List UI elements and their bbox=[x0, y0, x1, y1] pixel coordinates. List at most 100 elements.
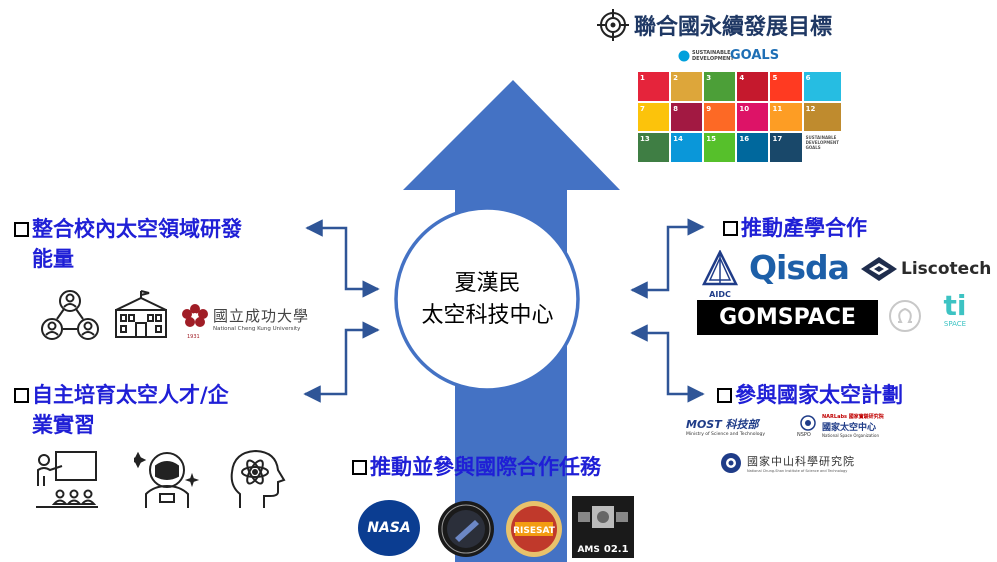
qisda-logo: Qisda bbox=[749, 248, 850, 287]
ncsist-emblem-icon bbox=[721, 453, 741, 473]
bottom-title-text: 推動並參與國際合作任務 bbox=[370, 455, 601, 479]
sdg-tile-number: 2 bbox=[673, 74, 678, 82]
right-top-title-text: 推動產學合作 bbox=[741, 216, 867, 240]
sdg-tile: 16 bbox=[737, 133, 769, 162]
ncku-year: 1931 bbox=[187, 334, 200, 340]
nspo-logo: NARLabs 國家實驗研究院 國家太空中心 National Space Or… bbox=[822, 413, 894, 438]
ti-space-logo: ti SPACE bbox=[933, 292, 977, 329]
liscotech-text: Liscotech bbox=[901, 259, 992, 279]
risesat-patch-icon: RISESAT bbox=[506, 501, 562, 557]
gomspace-text: GOMSPACE bbox=[719, 305, 856, 330]
connector-left-bottom bbox=[303, 321, 380, 403]
connector-right-top bbox=[630, 218, 705, 299]
sdg-tile: 6 bbox=[803, 72, 841, 101]
nasa-logo: NASA bbox=[358, 500, 420, 556]
sdg-tile: 9 bbox=[704, 102, 736, 132]
nspo-small-text: NSPO bbox=[797, 432, 811, 438]
bottom-title: 推動並參與國際合作任務 bbox=[352, 452, 601, 482]
checkbox-icon bbox=[14, 222, 29, 237]
most-logo: MOST 科技部 Ministry of Science and Technol… bbox=[686, 416, 794, 437]
ncsist-cn-text: 國家中山科學研究院 bbox=[747, 455, 855, 468]
sdg-tile: 10 bbox=[737, 102, 769, 132]
sdg-tile-number: 16 bbox=[739, 135, 750, 144]
aidc-text: AIDC bbox=[709, 290, 731, 299]
network-people-icon bbox=[41, 290, 99, 340]
sdg-logo-big: GOALS bbox=[730, 48, 780, 63]
omega-logo-icon bbox=[889, 300, 921, 332]
sdg-tile-number: 1 bbox=[640, 74, 645, 82]
nspo-emblem-icon bbox=[800, 415, 816, 431]
connector-right-bottom bbox=[630, 324, 705, 403]
nspo-cn-text: 國家太空中心 bbox=[822, 423, 877, 433]
sdg-tile: 14 bbox=[671, 133, 703, 162]
sdg-tile: 11 bbox=[770, 102, 802, 132]
sdg-tile: 4 bbox=[737, 72, 769, 101]
sdg-tile-number: 7 bbox=[640, 104, 645, 113]
left-bottom-title-line1: 自主培育太空人才/企 bbox=[32, 383, 229, 407]
sdg-tile-number: 8 bbox=[673, 104, 678, 113]
nasa-text: NASA bbox=[367, 520, 411, 536]
right-top-title: 推動產學合作 bbox=[723, 213, 867, 243]
checkbox-icon bbox=[717, 388, 732, 403]
sdg-tile-number: 10 bbox=[739, 104, 750, 113]
astronaut-icon bbox=[134, 451, 200, 508]
aidc-emblem-icon bbox=[701, 249, 739, 286]
ncku-name-en: National Cheng Kung University bbox=[213, 325, 301, 332]
narlabs-text: NARLabs 國家實驗研究院 bbox=[822, 414, 884, 420]
sdg-tile-number: 15 bbox=[706, 135, 716, 144]
ams-patch-logo: AMS 02.1 bbox=[572, 496, 634, 558]
sdg-tile-number: 12 bbox=[805, 104, 816, 113]
connector-left-top bbox=[305, 219, 380, 298]
sdg-tile: 1 bbox=[638, 72, 670, 101]
right-bottom-title: 參與國家太空計劃 bbox=[717, 380, 903, 410]
sdg-logo: SUSTAINABLE DEVELOPMENT GOALS bbox=[678, 48, 779, 63]
sdg-tile: 12 bbox=[803, 102, 841, 132]
sdg-tile: 15 bbox=[704, 133, 736, 162]
sdg-tile: 13 bbox=[638, 133, 670, 162]
ams-num-text: 02.1 bbox=[603, 544, 629, 555]
sdg-tile-number: 9 bbox=[706, 104, 712, 113]
sdg-tile: 3 bbox=[704, 72, 736, 101]
sdg-tile-number: 17 bbox=[772, 135, 783, 144]
sdg-tile: SUSTAINABLE DEVELOPMENT GOALS bbox=[803, 133, 841, 162]
sdg-tile-number: 3 bbox=[706, 74, 712, 82]
sdg-tile-number: 14 bbox=[673, 135, 683, 144]
aidc-logo: AIDC bbox=[700, 249, 740, 299]
sdg-tile: 8 bbox=[671, 102, 703, 132]
school-building-icon bbox=[115, 290, 167, 338]
teacher-classroom-icon bbox=[36, 451, 98, 508]
checkbox-icon bbox=[14, 388, 29, 403]
center-label: 夏漢民 太空科技中心 bbox=[400, 268, 575, 332]
phoenix-mission-patch-icon bbox=[438, 501, 494, 557]
left-bottom-title: 自主培育太空人才/企 bbox=[14, 380, 229, 410]
ncku-emblem-icon bbox=[182, 304, 208, 327]
sdg-tile-number: 11 bbox=[772, 104, 783, 113]
left-bottom-title-line2: 業實習 bbox=[32, 413, 95, 437]
ncsist-en-text: National Chung-Shan Institute of Science… bbox=[747, 469, 848, 473]
left-top-title: 整合校內太空領域研發 bbox=[14, 214, 242, 244]
sdg-tile: 7 bbox=[638, 102, 670, 132]
sdg-tile: 17 bbox=[770, 133, 802, 162]
left-top-title-line2: 能量 bbox=[32, 247, 74, 271]
gomspace-logo: GOMSPACE bbox=[697, 300, 878, 335]
right-bottom-title-text: 參與國家太空計劃 bbox=[735, 383, 903, 407]
center-line-2: 太空科技中心 bbox=[421, 303, 554, 328]
risesat-text: RISESAT bbox=[513, 526, 556, 536]
ncsist-logo: 國家中山科學研究院 National Chung-Shan Institute … bbox=[720, 452, 855, 474]
ams-station-icon bbox=[578, 506, 628, 528]
sdg-tile-number: 6 bbox=[805, 74, 811, 82]
ams-text: AMS bbox=[577, 544, 600, 555]
sdg-tile-number: 4 bbox=[739, 74, 745, 82]
ncku-name-cn: 國立成功大學 bbox=[213, 306, 310, 325]
sdg-title: 聯合國永續發展目標 bbox=[634, 15, 833, 40]
sdg-logo-small: SUSTAINABLE DEVELOPMENT bbox=[692, 49, 734, 62]
checkbox-icon bbox=[352, 460, 367, 475]
un-emblem-icon bbox=[678, 50, 690, 61]
liscotech-logo: Liscotech bbox=[860, 256, 991, 282]
left-top-title-line1: 整合校內太空領域研發 bbox=[32, 217, 242, 241]
sdg-tile-number: 5 bbox=[772, 74, 778, 82]
most-sub-text: Ministry of Science and Technology bbox=[686, 432, 766, 437]
liscotech-emblem-icon bbox=[861, 257, 897, 281]
